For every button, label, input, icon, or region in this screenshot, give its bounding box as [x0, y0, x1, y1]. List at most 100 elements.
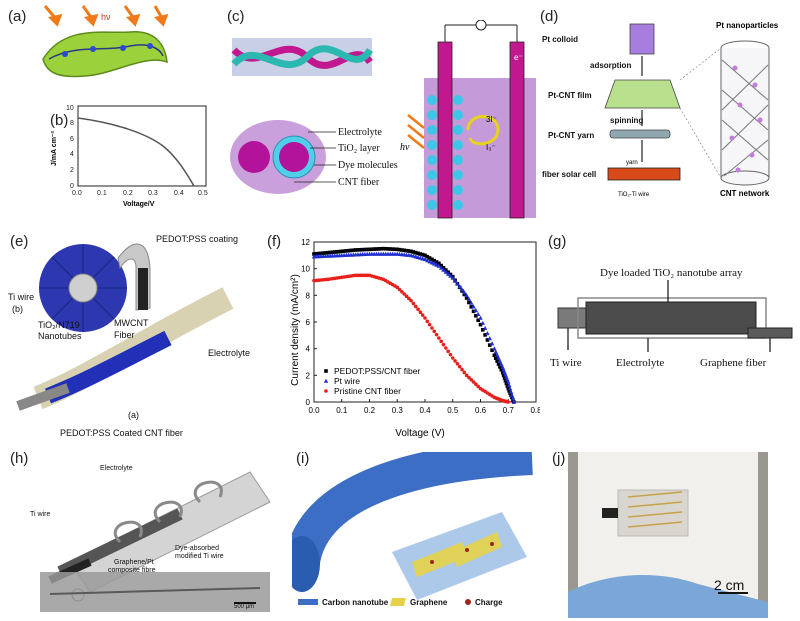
point-1-9-3 — [443, 269, 449, 274]
panel-d-label: (d) — [540, 8, 559, 25]
point-0-3-5 — [365, 247, 369, 252]
point-2-11-4 — [474, 382, 478, 387]
point-0-6-4 — [404, 248, 409, 253]
point-1-9-1 — [438, 265, 444, 270]
point-1-15-4 — [509, 392, 515, 398]
svg-text:Pt colloid: Pt colloid — [542, 35, 578, 44]
point-0-1-3 — [333, 250, 337, 254]
cell-i3: I₃⁻ — [486, 143, 496, 152]
cell-3i: 3I⁻ — [486, 115, 497, 124]
svg-text:Carbon nanotube: Carbon nanotube — [322, 598, 389, 607]
panel-c-label: (c) — [227, 8, 245, 25]
point-0-11-5 — [476, 318, 480, 323]
plot-b-xticks: 0.0 0.1 0.2 0.3 0.4 0.5 — [72, 190, 208, 197]
jv-curve — [77, 117, 195, 187]
point-2-10-2 — [455, 361, 460, 366]
scale-bar-h — [234, 602, 256, 604]
point-0-8-3 — [430, 257, 434, 262]
panel-g-label: (g) — [548, 233, 567, 250]
point-1-10-2 — [455, 281, 460, 286]
cell-e2: e⁻ — [514, 53, 523, 62]
panel-c-legend: Electrolyte TiO₂ layer Dye molecules CNT… — [338, 127, 398, 188]
point-1-9-0 — [436, 263, 442, 268]
plot-b-frame — [77, 105, 207, 187]
point-0-13-3 — [496, 362, 501, 366]
point-1-15-1 — [506, 382, 512, 388]
point-0-2-5 — [351, 248, 356, 253]
fiber-solar-cell — [607, 167, 681, 181]
cylinder-body — [721, 48, 769, 178]
point-2-8-4 — [432, 329, 437, 334]
point-0-3-2 — [358, 247, 363, 252]
panel-g-labels: Dye loaded TiO₂ nanotube array Ti wire E… — [550, 267, 767, 369]
point-2-7-0 — [409, 298, 413, 303]
svg-text:Ti wire: Ti wire — [30, 511, 50, 518]
legend-marker-2 — [324, 389, 328, 393]
svg-text:Dye-absorbed: Dye-absorbed — [175, 545, 219, 552]
svg-text:Graphene fiber: Graphene fiber — [700, 357, 767, 369]
svg-text:0: 0 — [70, 183, 74, 190]
point-1-13-4 — [497, 358, 503, 363]
point-0-15-1 — [507, 389, 511, 393]
point-2-10-3 — [457, 364, 462, 369]
panel-i-illustration: Carbon nanotube Graphene Charge — [292, 452, 533, 607]
svg-text:Ti wire: Ti wire — [550, 357, 582, 369]
svg-text:(a): (a) — [128, 410, 139, 420]
point-0-2-0 — [339, 249, 344, 254]
point-0-8-0 — [423, 253, 427, 258]
gloved-hand — [568, 574, 768, 618]
point-0-14-2 — [502, 376, 507, 380]
sem-fiber — [49, 587, 261, 595]
point-0-6-2 — [400, 248, 404, 252]
svg-text:0.4: 0.4 — [174, 190, 184, 197]
x-tick-7: 0.7 — [503, 406, 515, 415]
cnt-bundle-curve — [292, 452, 533, 566]
point-1-10-5 — [462, 290, 467, 295]
chart-f-xlabel: Voltage (V) — [395, 428, 444, 439]
point-2-9-1 — [439, 339, 443, 344]
panel-a-fiber-illustration: hν — [42, 5, 169, 78]
pt-nanoparticles — [729, 65, 763, 173]
point-2-9-4 — [446, 349, 450, 354]
point-2-8-0 — [423, 316, 427, 320]
point-1-16 — [511, 399, 516, 404]
x-tick-5: 0.5 — [447, 406, 459, 415]
point-0-5-4 — [390, 247, 395, 251]
point-0-1-0 — [326, 250, 330, 255]
panel-d-steps: Pt colloid adsorption Pt-CNT film spinni… — [542, 35, 643, 179]
svg-text:composite fibre: composite fibre — [108, 567, 156, 574]
point-1-12-4 — [487, 336, 492, 341]
x-tick-2: 0.2 — [364, 406, 376, 415]
point-0-6-1 — [397, 247, 402, 252]
point-0-12-5 — [490, 348, 494, 353]
point-1-13-2 — [494, 352, 500, 357]
point-2-7-2 — [413, 304, 418, 309]
y-tick-1: 2 — [306, 371, 311, 380]
x-tick-8: 0.8 — [530, 406, 540, 415]
point-0-13-1 — [493, 356, 498, 361]
point-1-9-5 — [448, 273, 453, 278]
ti-core — [68, 273, 98, 303]
point-1-15-0 — [506, 379, 511, 384]
svg-text:adsorption: adsorption — [590, 61, 631, 70]
wire-label: TiO₂-Ti wire — [618, 192, 650, 198]
y-tick-2: 4 — [306, 345, 311, 354]
point-0-4-5 — [379, 246, 383, 251]
point-0-6-0 — [395, 247, 400, 252]
point-0-3-4 — [363, 247, 367, 252]
point-0-2-1 — [342, 249, 346, 253]
svg-text:8: 8 — [70, 120, 74, 127]
point-1-13-5 — [499, 361, 504, 367]
svg-text:Dye molecules: Dye molecules — [338, 160, 398, 171]
svg-text:(b): (b) — [12, 304, 23, 314]
point-0-7-1 — [411, 250, 416, 254]
point-1-13-0 — [492, 346, 497, 351]
pt-cnt-yarn — [609, 129, 671, 139]
point-0-5-3 — [388, 247, 393, 251]
point-0-7-0 — [409, 249, 413, 254]
point-0-0-0 — [312, 252, 316, 256]
scale-h-text: 500 μm — [234, 604, 254, 610]
point-2-6-4 — [404, 294, 409, 299]
point-0-0-4 — [321, 251, 326, 255]
ti-wire-end — [16, 383, 70, 411]
